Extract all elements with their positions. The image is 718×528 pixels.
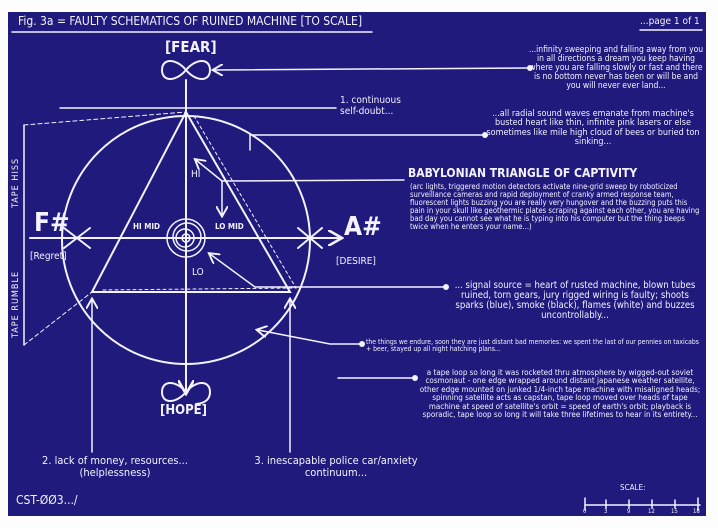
scale-tick-3: 3 xyxy=(604,508,608,515)
lo-label: LO xyxy=(192,267,204,278)
tape-hiss-label: TAPE HISS xyxy=(11,157,21,208)
page-indicator: ...page 1 of 1 xyxy=(640,16,700,27)
hope-label: [HOPE] xyxy=(160,403,207,418)
signal-source-annotation: ... signal source = heart of rusted mach… xyxy=(454,280,696,321)
tape-frame-top xyxy=(23,111,187,126)
hi-label: HI xyxy=(191,169,201,180)
cross-mark-right xyxy=(297,227,323,249)
f-sharp-note: F# xyxy=(34,208,70,238)
busted-heart-icon xyxy=(166,218,206,258)
infinity-top-icon xyxy=(160,60,212,80)
endure-annotation: the things we endure, soon they are just… xyxy=(366,338,699,354)
tape-frame-bottom xyxy=(23,291,93,346)
police-car-annotation: 3. inescapable police car/anxiety contin… xyxy=(254,454,418,479)
scale-tick-18: 18 xyxy=(693,508,700,515)
infinity-annotation: ...infinity sweeping and falling away fr… xyxy=(528,45,704,91)
scale-tick-9: 9 xyxy=(627,508,631,515)
leader-infinity xyxy=(214,68,530,70)
scale-label: SCALE: xyxy=(620,483,646,492)
lack-of-money-annotation: 2. lack of money, resources... (helpless… xyxy=(42,454,188,479)
captivity-triangle xyxy=(90,109,292,293)
scale-tick-12: 12 xyxy=(648,508,655,515)
tape-loop-annotation: a tape loop so long it was rocketed thru… xyxy=(419,368,701,419)
radial-sound-annotation: ...all radial sound waves emanate from m… xyxy=(486,109,700,148)
tape-rumble-label: TAPE RUMBLE xyxy=(11,270,21,338)
infinity-bottom-icon xyxy=(160,382,212,405)
hi-mid-label: HI MID xyxy=(133,222,161,231)
leader-endure xyxy=(258,330,362,344)
fear-label: [FEAR] xyxy=(165,38,217,56)
scale-bar xyxy=(584,497,701,511)
leader-signal-source xyxy=(210,254,446,287)
a-sharp-note: A# xyxy=(344,212,382,242)
regret-label: [Regret] xyxy=(30,251,67,262)
triangle-dashed-edge xyxy=(99,115,297,291)
triangle-title: BABYLONIAN TRIANGLE OF CAPTIVITY xyxy=(408,166,638,180)
self-doubt-annotation: 1. continuous self-doubt... xyxy=(340,95,401,117)
triangle-description: (arc lights, triggered motion detectors … xyxy=(410,182,700,231)
cross-mark-left xyxy=(63,227,91,249)
lo-mid-label: LO MID xyxy=(215,222,244,231)
document-code: CST-ØØ3.../ xyxy=(16,493,78,507)
desire-label: [DESIRE] xyxy=(336,256,376,267)
scale-tick-15: 15 xyxy=(671,508,678,515)
leader-triangle-hi xyxy=(196,160,223,182)
figure-title: Fig. 3a = FAULTY SCHEMATICS OF RUINED MA… xyxy=(18,14,363,28)
scale-tick-0: 0 xyxy=(583,508,587,515)
